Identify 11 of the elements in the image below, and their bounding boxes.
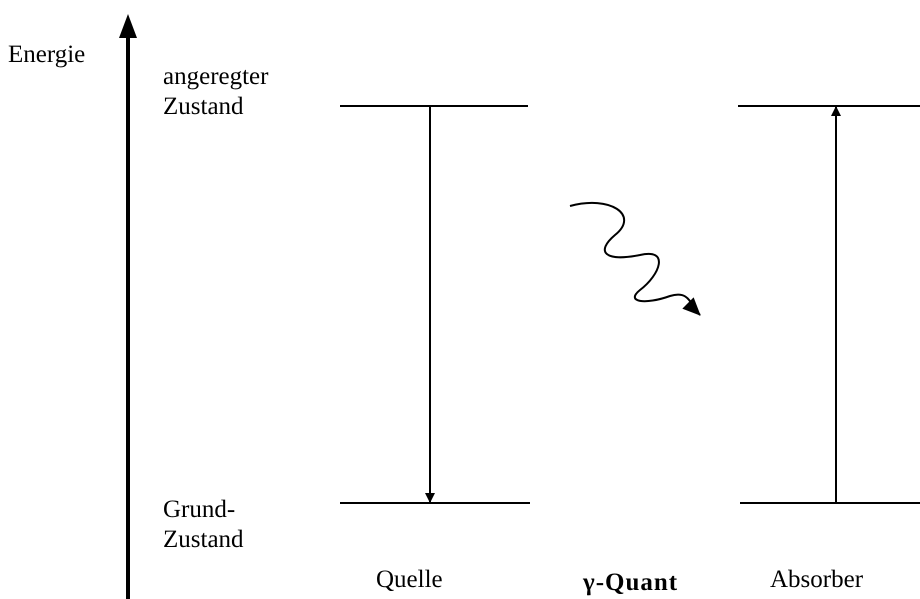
transition-arrow [831, 106, 841, 502]
source-label: Quelle [376, 565, 444, 595]
state-label: angeregter Zustand [163, 62, 270, 122]
absorber-label: Absorber [770, 565, 864, 595]
energy-level-line [340, 502, 530, 504]
energy-level-line [738, 105, 920, 107]
state-label: Grund- Zustand [163, 495, 245, 555]
energy-level-line [340, 105, 528, 107]
transition-arrow [425, 107, 435, 503]
axis-label: Energie [8, 40, 86, 70]
energy-level-line [740, 502, 920, 504]
